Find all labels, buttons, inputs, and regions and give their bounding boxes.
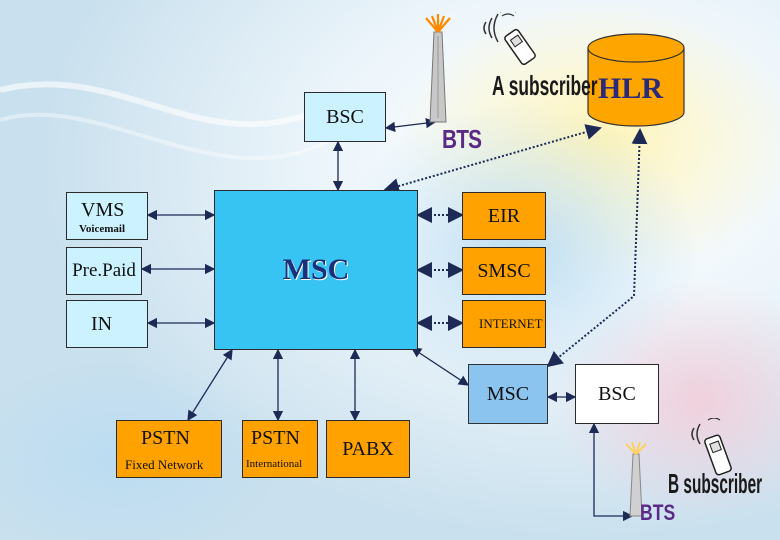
hlr-database-icon[interactable] (586, 30, 686, 130)
link-hlr-msc (383, 124, 602, 194)
bsc2-label: BSC (598, 382, 636, 405)
internet-label: INTERNET (479, 316, 543, 331)
pstn-fixed-node[interactable]: PSTN Fixed Network (116, 420, 222, 478)
in-node[interactable]: IN (66, 300, 148, 348)
link-hlr-msc2 (546, 128, 648, 368)
pstn-fixed-label: PSTN (141, 427, 190, 449)
bts-top-label: BTS (442, 124, 482, 154)
link-bsc2-bts (588, 422, 634, 522)
in-label: IN (91, 313, 113, 335)
msc-main-label: MSC (282, 253, 350, 286)
pstn-intl-sublabel: International (246, 458, 303, 470)
pstn-intl-node[interactable]: PSTN International (242, 420, 318, 478)
eir-label: EIR (487, 204, 521, 227)
antenna-tower-icon (425, 14, 451, 123)
link-msc-msc2 (410, 347, 470, 386)
msc-main-node[interactable]: MSC (214, 190, 418, 350)
msc2-node[interactable]: MSC (468, 364, 548, 424)
vms-sublabel: Voicemail (79, 223, 126, 235)
b-subscriber-label: B subscriber (668, 468, 763, 499)
vms-node[interactable]: VMS Voicemail (66, 192, 148, 240)
bsc-top-label: BSC (326, 105, 364, 128)
eir-node[interactable]: EIR (462, 192, 546, 240)
bsc2-node[interactable]: BSC (575, 364, 659, 424)
bsc-top-node[interactable]: BSC (304, 92, 386, 142)
msc2-label: MSC (486, 382, 530, 405)
mobile-phone-a-icon (483, 12, 536, 66)
antenna-tower-b-icon (625, 441, 647, 517)
internet-node[interactable]: INTERNET (462, 300, 546, 348)
pstn-fixed-sublabel: Fixed Network (125, 457, 204, 472)
smsc-node[interactable]: SMSC (462, 247, 546, 295)
vms-label: VMS (81, 199, 125, 221)
a-subscriber-label: A subscriber (492, 70, 598, 101)
bts-bottom-label: BTS (640, 500, 676, 525)
pabx-node[interactable]: PABX (326, 420, 410, 478)
hlr-label: HLR (598, 72, 664, 105)
prepaid-label: Pre.Paid (72, 260, 136, 281)
smsc-label: SMSC (477, 259, 531, 282)
link-msc-pstn-fixed (187, 348, 233, 422)
prepaid-node[interactable]: Pre.Paid (66, 247, 142, 295)
pstn-intl-label: PSTN (251, 427, 300, 449)
pabx-label: PABX (342, 437, 394, 460)
mobile-phone-b-icon (691, 418, 732, 476)
